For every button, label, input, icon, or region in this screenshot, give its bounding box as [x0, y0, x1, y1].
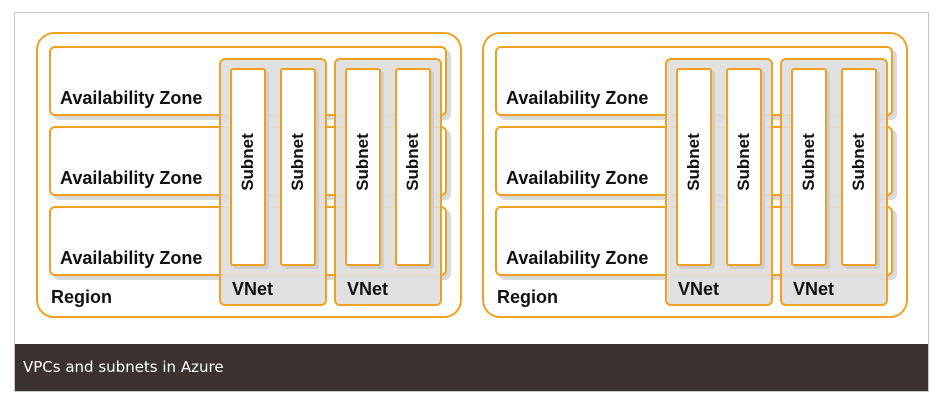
subnet-label: Subnet	[403, 133, 422, 191]
subnet-box: Subnet	[841, 68, 877, 266]
availability-zone-label: Availability Zone	[506, 88, 649, 108]
subnet-label: Subnet	[799, 133, 818, 191]
subnet-label: Subnet	[684, 133, 703, 191]
subnet-box: Subnet	[395, 68, 431, 266]
subnet-label: Subnet	[353, 133, 372, 191]
subnet-box: Subnet	[676, 68, 712, 266]
vnet-label: VNet	[232, 279, 274, 299]
vnet-label: VNet	[678, 279, 720, 299]
subnet-box: Subnet	[280, 68, 316, 266]
diagram: Availability Zone Availability Zone Avai…	[15, 13, 928, 343]
availability-zone-label: Availability Zone	[506, 248, 649, 268]
availability-zone-label: Availability Zone	[60, 168, 203, 188]
region-box: Availability Zone Availability Zone Avai…	[482, 32, 908, 318]
availability-zone-label: Availability Zone	[60, 248, 203, 268]
subnet-label: Subnet	[238, 133, 257, 191]
region-label: Region	[497, 287, 558, 307]
subnet-box: Subnet	[345, 68, 381, 266]
subnet-label: Subnet	[288, 133, 307, 191]
subnet-label: Subnet	[734, 133, 753, 191]
figure-frame: Availability Zone Availability Zone Avai…	[14, 12, 929, 392]
subnet-box: Subnet	[791, 68, 827, 266]
vnet-box: Subnet Subnet VNet	[334, 58, 442, 306]
availability-zone-label: Availability Zone	[60, 88, 203, 108]
vnet-box: Subnet Subnet VNet	[780, 58, 888, 306]
vnet-box: Subnet Subnet VNet	[219, 58, 327, 306]
region-box: Availability Zone Availability Zone Avai…	[36, 32, 462, 318]
availability-zone-label: Availability Zone	[506, 168, 649, 188]
subnet-box: Subnet	[230, 68, 266, 266]
vnet-label: VNet	[347, 279, 389, 299]
region-label: Region	[51, 287, 112, 307]
figure-caption: VPCs and subnets in Azure	[15, 344, 928, 391]
subnet-box: Subnet	[726, 68, 762, 266]
vnet-label: VNet	[793, 279, 835, 299]
subnet-label: Subnet	[849, 133, 868, 191]
vnet-box: Subnet Subnet VNet	[665, 58, 773, 306]
